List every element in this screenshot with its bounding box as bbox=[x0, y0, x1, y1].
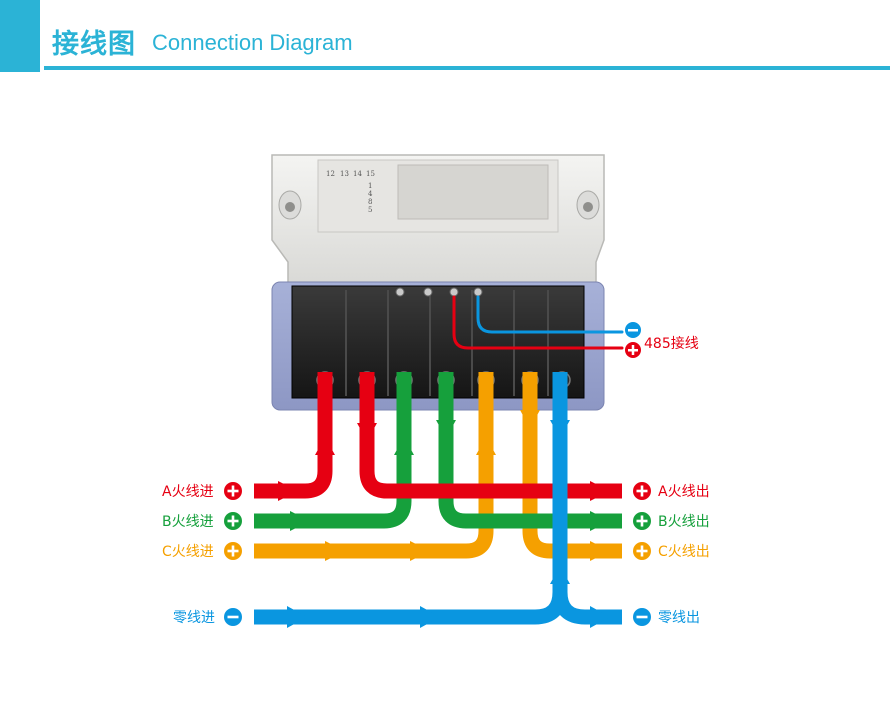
meter-cover-label-sticker bbox=[397, 164, 549, 220]
meter-device: 12 13 14 15 1 4 8 5 bbox=[271, 154, 605, 411]
plus-circle-icon bbox=[633, 542, 651, 560]
terminal-dividers bbox=[345, 290, 549, 396]
label-c-out: C火线出 bbox=[658, 544, 710, 560]
label-b-in: B火线进 bbox=[162, 514, 214, 530]
wire-c-out bbox=[522, 372, 622, 559]
arrow-a-out-right bbox=[590, 481, 610, 501]
minus-circle-icon bbox=[224, 608, 242, 626]
rs485-wire-positive bbox=[452, 295, 624, 350]
arrow-b-out-right bbox=[590, 511, 610, 531]
label-c-in: C火线进 bbox=[162, 544, 214, 560]
wire-c-in bbox=[254, 372, 494, 559]
right-labels: A火线出 B火线出 C火线出 零线出 bbox=[633, 482, 710, 626]
wire-b-out bbox=[438, 372, 622, 529]
minus-circle-icon bbox=[633, 608, 651, 626]
cover-number-2: 13 bbox=[340, 170, 349, 178]
arrow-n-up bbox=[550, 566, 570, 584]
cover-number-1: 12 bbox=[326, 170, 335, 178]
terminal-number-1: 1 bbox=[368, 182, 372, 190]
header-underline bbox=[44, 66, 890, 70]
label-n-in: 零线进 bbox=[173, 610, 215, 626]
arrow-c-out-down bbox=[520, 410, 540, 428]
arrow-n-down bbox=[550, 420, 570, 438]
arrow-b-in-up bbox=[394, 437, 414, 455]
rs485-terminal-screws bbox=[395, 287, 483, 297]
terminal-number-3: 8 bbox=[368, 198, 372, 206]
label-n-out: 零线出 bbox=[658, 610, 700, 626]
arrow-a-in-up bbox=[315, 437, 335, 455]
cover-number-3: 14 bbox=[353, 170, 362, 178]
wire-n-out bbox=[552, 591, 622, 625]
wire-a-out bbox=[359, 372, 622, 499]
cover-number-4: 15 bbox=[366, 170, 375, 178]
arrow-a-out-down bbox=[357, 423, 377, 441]
wire-b-in bbox=[254, 372, 412, 529]
cover-screw-right bbox=[576, 190, 600, 220]
arrow-b-in-right bbox=[290, 511, 310, 531]
arrow-c-in-right-2 bbox=[410, 541, 430, 561]
rs485-wire-negative bbox=[476, 295, 624, 334]
cover-screw-left bbox=[278, 190, 302, 220]
label-b-out: B火线出 bbox=[658, 514, 710, 530]
arrow-b-out-down bbox=[436, 420, 456, 438]
page-title-chinese: 接线图 bbox=[52, 29, 136, 60]
arrow-n-in-right-2 bbox=[420, 606, 440, 628]
header-accent-bar bbox=[0, 0, 40, 72]
label-a-out: A火线出 bbox=[658, 484, 710, 500]
plus-circle-icon bbox=[224, 542, 242, 560]
label-a-in: A火线进 bbox=[162, 484, 214, 500]
plus-circle-icon bbox=[633, 482, 651, 500]
rs485-label: 485接线 bbox=[644, 335, 699, 352]
plus-circle-icon bbox=[224, 512, 242, 530]
arrow-c-out-right bbox=[590, 541, 610, 561]
left-labels: A火线进 B火线进 C火线进 零线进 bbox=[162, 482, 242, 626]
arrow-a-in-right bbox=[278, 481, 298, 501]
terminal-number-4: 5 bbox=[368, 206, 372, 214]
rs485-plus-icon bbox=[625, 342, 641, 358]
page-header: 接线图 Connection Diagram bbox=[0, 0, 890, 72]
arrow-c-in-up bbox=[476, 437, 496, 455]
wire-a-in bbox=[254, 372, 333, 499]
page-title-english: Connection Diagram bbox=[152, 30, 353, 55]
plus-circle-icon bbox=[224, 482, 242, 500]
arrow-c-in-right-1 bbox=[325, 541, 345, 561]
flow-arrows bbox=[278, 410, 610, 628]
rs485-minus-icon bbox=[625, 322, 641, 338]
arrow-n-out-right bbox=[590, 606, 610, 628]
terminal-number-2: 4 bbox=[368, 190, 373, 198]
plus-circle-icon bbox=[633, 512, 651, 530]
rs485-wires bbox=[452, 295, 624, 350]
arrow-n-in-right-1 bbox=[287, 606, 307, 628]
